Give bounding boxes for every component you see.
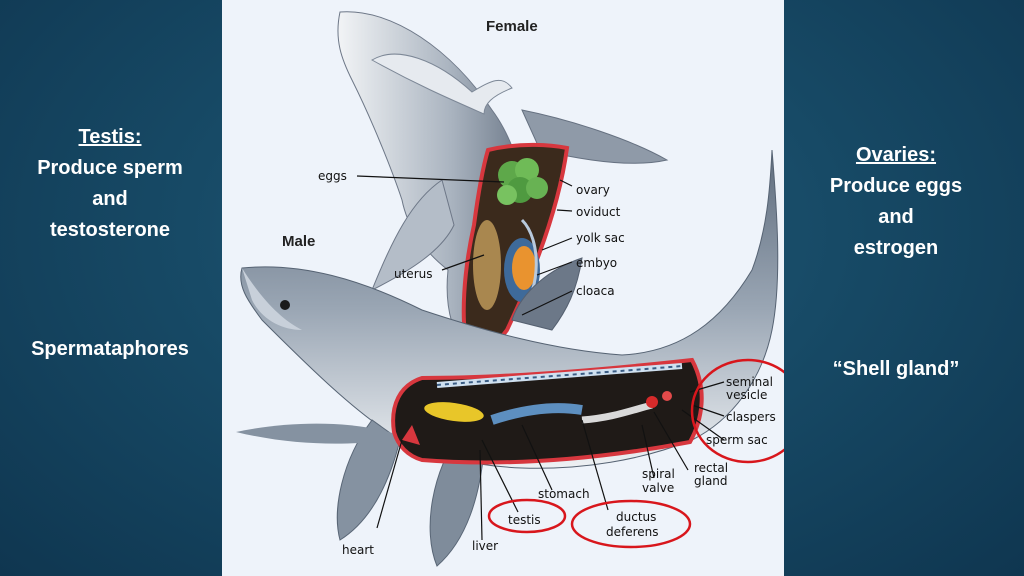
label-ovary: ovary (576, 183, 610, 197)
shark-illustration: Female Male eggs ovary oviduct yolk sac … (236, 11, 784, 567)
label-sperm-sac: sperm sac (706, 433, 768, 447)
shell-gland-text: “Shell gland” (832, 358, 960, 380)
testis-heading: Testis: (78, 126, 142, 148)
ovaries-line-1: Produce eggs (829, 175, 963, 197)
testis-line-3: testosterone (49, 219, 171, 241)
label-valve: valve (642, 481, 674, 495)
female-title: Female (486, 18, 538, 35)
label-testis: testis (508, 513, 541, 527)
ovaries-text-block: Ovaries: Produce eggs and estrogen (806, 140, 986, 264)
ovaries-line-3: estrogen (853, 237, 939, 259)
shark-anatomy-diagram: Female Male eggs ovary oviduct yolk sac … (222, 0, 784, 576)
ovaries-line-2: and (878, 206, 914, 228)
label-spiral: spiral (642, 467, 675, 481)
highlight-testis-circle (487, 498, 567, 534)
male-title: Male (282, 233, 315, 250)
ovaries-heading: Ovaries: (855, 144, 937, 166)
label-ductus: ductus (616, 510, 656, 524)
label-oviduct: oviduct (576, 205, 621, 219)
label-cloaca: cloaca (576, 284, 615, 298)
label-eggs: eggs (318, 169, 347, 183)
spermataphores-text: Spermataphores (31, 338, 189, 360)
label-deferens: deferens (606, 525, 659, 539)
testis-text-block: Testis: Produce sperm and testosterone (14, 122, 206, 246)
female-shark (337, 11, 669, 356)
highlight-circles (487, 358, 784, 549)
label-heart: heart (342, 543, 374, 557)
label-embyo: embyo (576, 256, 617, 270)
testis-line-1: Produce sperm (37, 157, 183, 179)
label-yolk-sac: yolk sac (576, 231, 625, 245)
testis-line-2: and (92, 188, 128, 210)
label-claspers: claspers (726, 410, 776, 424)
highlight-ductus-circle (570, 499, 692, 549)
label-seminal: seminal (726, 375, 773, 389)
label-uterus: uterus (394, 267, 432, 281)
label-gland: gland (694, 474, 728, 488)
highlight-claspers-circle (690, 358, 784, 464)
label-rectal: rectal (694, 461, 728, 475)
label-stomach: stomach (538, 487, 590, 501)
label-liver: liver (472, 539, 498, 553)
label-vesicle: vesicle (726, 388, 767, 402)
